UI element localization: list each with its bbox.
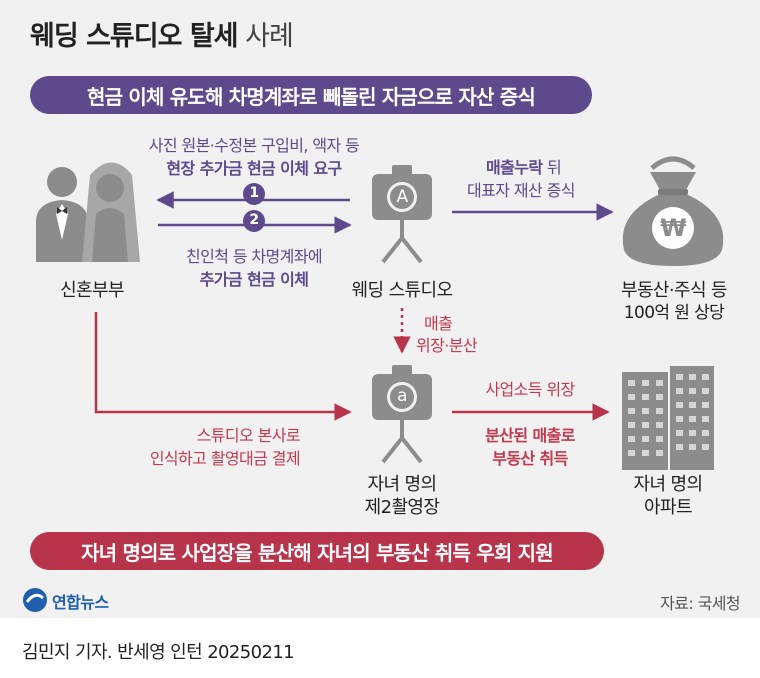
camera-icon-studio	[372, 165, 432, 264]
studio2-label-line1: 자녀 명의	[367, 474, 438, 495]
step1-circle	[243, 183, 265, 205]
biz-label-line2: 분산된 매출로	[485, 426, 575, 445]
studio2-label-line2: 제2촬영장	[364, 497, 440, 518]
money-bag-icon	[622, 156, 724, 266]
couple-icon	[36, 162, 140, 262]
apartment-icon	[622, 366, 714, 470]
studio-label: 웨딩 스튜디오	[351, 280, 453, 301]
title-bold: 웨딩 스튜디오 탈세	[30, 21, 239, 52]
arrow-couple-to-studio2	[94, 312, 352, 421]
source-text: 자료: 국세청	[660, 594, 740, 613]
biz-label-line3: 부동산 취득	[492, 449, 568, 468]
footer: 김민지 기자. 반세영 인턴 20250211	[0, 618, 760, 678]
apartment-label-line2: 아파트	[644, 497, 692, 518]
title-light: 사례	[245, 21, 294, 52]
top-banner: 현금 이체 유도해 차명계좌로 빼돌린 자금으로 자산 증식	[30, 76, 592, 114]
step1-label-line1: 사진 원본·수정본 구입비, 액자 등	[148, 136, 360, 155]
assets-value: 100억 원 상당	[623, 303, 725, 323]
step2-circle	[243, 210, 265, 232]
camera-icon-studio2	[372, 365, 432, 464]
apartment-label-line1: 자녀 명의	[633, 474, 704, 495]
camera-letter-studio2: a	[397, 386, 407, 406]
biz-label-line1: 사업소득 위장	[485, 380, 575, 399]
yonhap-logo-icon	[23, 588, 47, 612]
won-symbol: ₩	[660, 214, 686, 242]
hq-label-line1: 스튜디오 본사로	[196, 426, 301, 445]
sales-label-line1: 매출누락 뒤	[486, 154, 562, 178]
logo-text: 연합뉴스	[52, 593, 109, 612]
sales-label-line2: 대표자 재산 증식	[467, 181, 575, 200]
step2-label-line1: 친인척 등 차명계좌에	[185, 247, 323, 266]
sales-bold: 매출누락	[486, 158, 543, 177]
page-title: 웨딩 스튜디오 탈세 사례	[30, 14, 294, 53]
step1-number: 1	[249, 185, 259, 201]
dotted-label-line2: 위장·분산	[416, 336, 478, 355]
assets-label: 부동산·주식 등	[620, 280, 728, 301]
step2-number: 2	[249, 212, 259, 228]
sales-rest: 뒤	[542, 158, 562, 177]
hq-label-line2: 인식하고 촬영대금 결제	[149, 449, 301, 468]
camera-letter-studio: A	[396, 187, 408, 207]
bottom-banner: 자녀 명의로 사업장을 분산해 자녀의 부동산 취득 우회 지원	[30, 532, 604, 570]
credit-text: 김민지 기자. 반세영 인턴 20250211	[22, 642, 295, 663]
step2-label-line2: 추가금 현금 이체	[199, 270, 309, 289]
flow-diagram	[36, 156, 724, 470]
step1-label-line2: 현장 추가금 현금 이체 요구	[166, 159, 342, 178]
dotted-label-line1: 매출	[424, 314, 453, 333]
couple-label: 신혼부부	[60, 280, 124, 301]
